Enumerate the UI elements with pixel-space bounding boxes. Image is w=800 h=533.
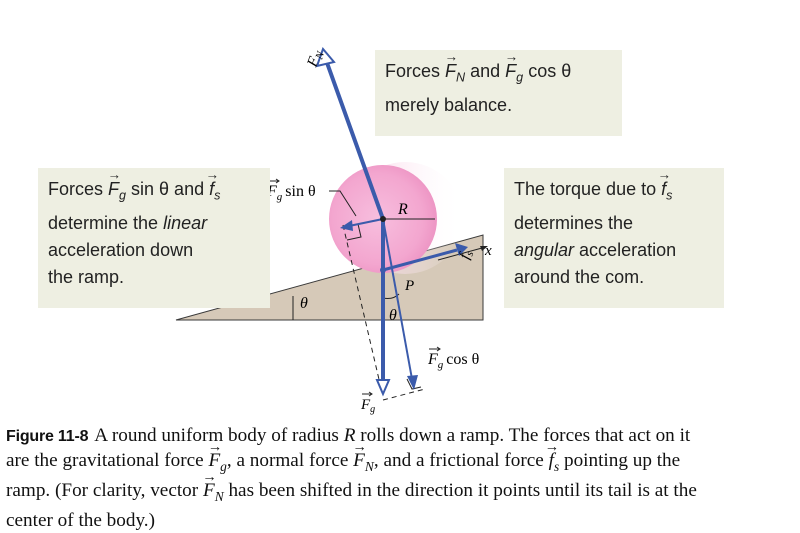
gravity-sin-arrowhead: [340, 220, 353, 231]
label-fg: Fg: [360, 397, 375, 415]
dashed-line: [382, 388, 426, 401]
friction-arrowhead: [455, 243, 468, 256]
caption-line-3: ramp. (For clarity, vector FN has been s…: [6, 479, 796, 509]
gravity-cos-arrowhead: [407, 375, 418, 390]
label-theta-ball: θ: [389, 307, 397, 324]
callout-top: Forces FN and Fg cos θ merely balance.: [375, 50, 622, 136]
center-dot: [380, 216, 386, 222]
caption-line-2: are the gravitational force Fg, a normal…: [6, 449, 796, 479]
gravity-cos-vector: [382, 218, 413, 380]
label-r: R: [397, 201, 408, 218]
callout-right: The torque due to fs determines the angu…: [504, 168, 724, 308]
right-angle-marker: [406, 378, 422, 390]
gravity-sin-vector: [348, 218, 384, 227]
contact-point: [380, 267, 386, 273]
normal-force-vector: [324, 59, 385, 220]
callout-left-line2: determine the linear: [48, 212, 208, 233]
label-x: x: [484, 243, 492, 259]
callout-right-line2: determines the: [514, 212, 634, 233]
label-p: P: [404, 278, 414, 294]
caption-line-4: center of the body.): [6, 509, 155, 531]
callout-top-line1: Forces FN and Fg cos θ: [385, 58, 612, 92]
vec-mark: [362, 391, 373, 397]
friction-vector: [382, 248, 458, 272]
callout-right-line1: The torque due to fs: [514, 176, 714, 210]
vec-mark: [429, 346, 441, 352]
callout-left-line3: acceleration down: [48, 239, 194, 260]
callout-left: Forces Fg sin θ and fs determine the lin…: [38, 168, 270, 308]
label-fs: fs: [457, 248, 477, 262]
figure-label: Figure 11-8: [6, 428, 89, 445]
callout-right-line3: angular acceleration: [514, 239, 677, 260]
x-axis-arrowhead: [480, 246, 488, 251]
label-theta-ramp: θ: [300, 295, 308, 312]
leader-line: [329, 190, 357, 217]
right-angle-marker: [346, 223, 362, 241]
callout-right-line4: around the com.: [514, 266, 645, 287]
callout-left-line4: the ramp.: [48, 266, 125, 287]
dashed-line: [342, 224, 382, 389]
gravity-arrowhead: [375, 379, 391, 397]
callout-top-line2: merely balance.: [385, 94, 513, 115]
callout-left-line1: Forces Fg sin θ and fs: [48, 176, 260, 210]
normal-force-arrowhead: [315, 47, 336, 68]
